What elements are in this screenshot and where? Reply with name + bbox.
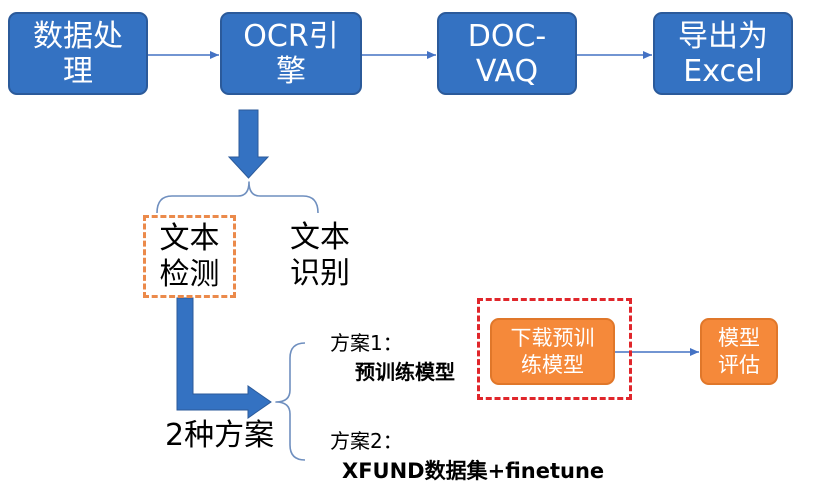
step-label-line: 理 <box>63 53 93 89</box>
step-label-line: DOC- <box>467 18 547 54</box>
plan2-title: 方案2： <box>330 429 403 453</box>
plan2-detail: XFUND数据集+finetune <box>342 459 605 483</box>
thick-down-arrow <box>227 109 270 179</box>
download-label-line: 练模型 <box>521 352 584 377</box>
step-label-line: 擎 <box>276 53 306 89</box>
recognition-label-line: 文本 <box>290 220 350 255</box>
step-box-data-processing: 数据处 理 <box>8 12 148 95</box>
recognition-label-line: 识别 <box>290 256 350 291</box>
detection-label-line: 检测 <box>159 256 220 292</box>
brace-ocr-components <box>156 181 319 214</box>
brace-plans <box>275 342 306 461</box>
step-label-line: 导出为 <box>678 18 768 54</box>
download-label-line: 下载预训 <box>510 325 595 350</box>
detection-label-line: 文本 <box>159 220 220 256</box>
plan1-title: 方案1： <box>330 331 403 355</box>
download-pretrained-model-box: 下载预训 练模型 <box>490 318 615 385</box>
step-label-line: Excel <box>683 53 763 89</box>
step-label-line: VAQ <box>475 53 539 89</box>
text-recognition-label: 文本 识别 <box>290 220 350 292</box>
plans-count-label: 2种方案 <box>165 418 275 453</box>
model-evaluation-box: 模型 评估 <box>700 318 778 385</box>
highlight-dashed-box <box>477 298 632 400</box>
step-box-export-excel: 导出为 Excel <box>653 12 793 95</box>
text-detection-box: 文本 检测 <box>143 215 236 298</box>
step-box-ocr-engine: OCR引 擎 <box>220 12 362 95</box>
evaluate-label-line: 模型 <box>718 325 760 350</box>
plan1-detail: 预训练模型 <box>355 360 455 384</box>
step-box-doc-vqa: DOC- VAQ <box>437 12 577 95</box>
step-label-line: OCR引 <box>243 18 339 54</box>
bent-arrow-to-plans <box>176 297 272 419</box>
evaluate-label-line: 评估 <box>718 352 760 377</box>
step-label-line: 数据处 <box>33 18 123 54</box>
